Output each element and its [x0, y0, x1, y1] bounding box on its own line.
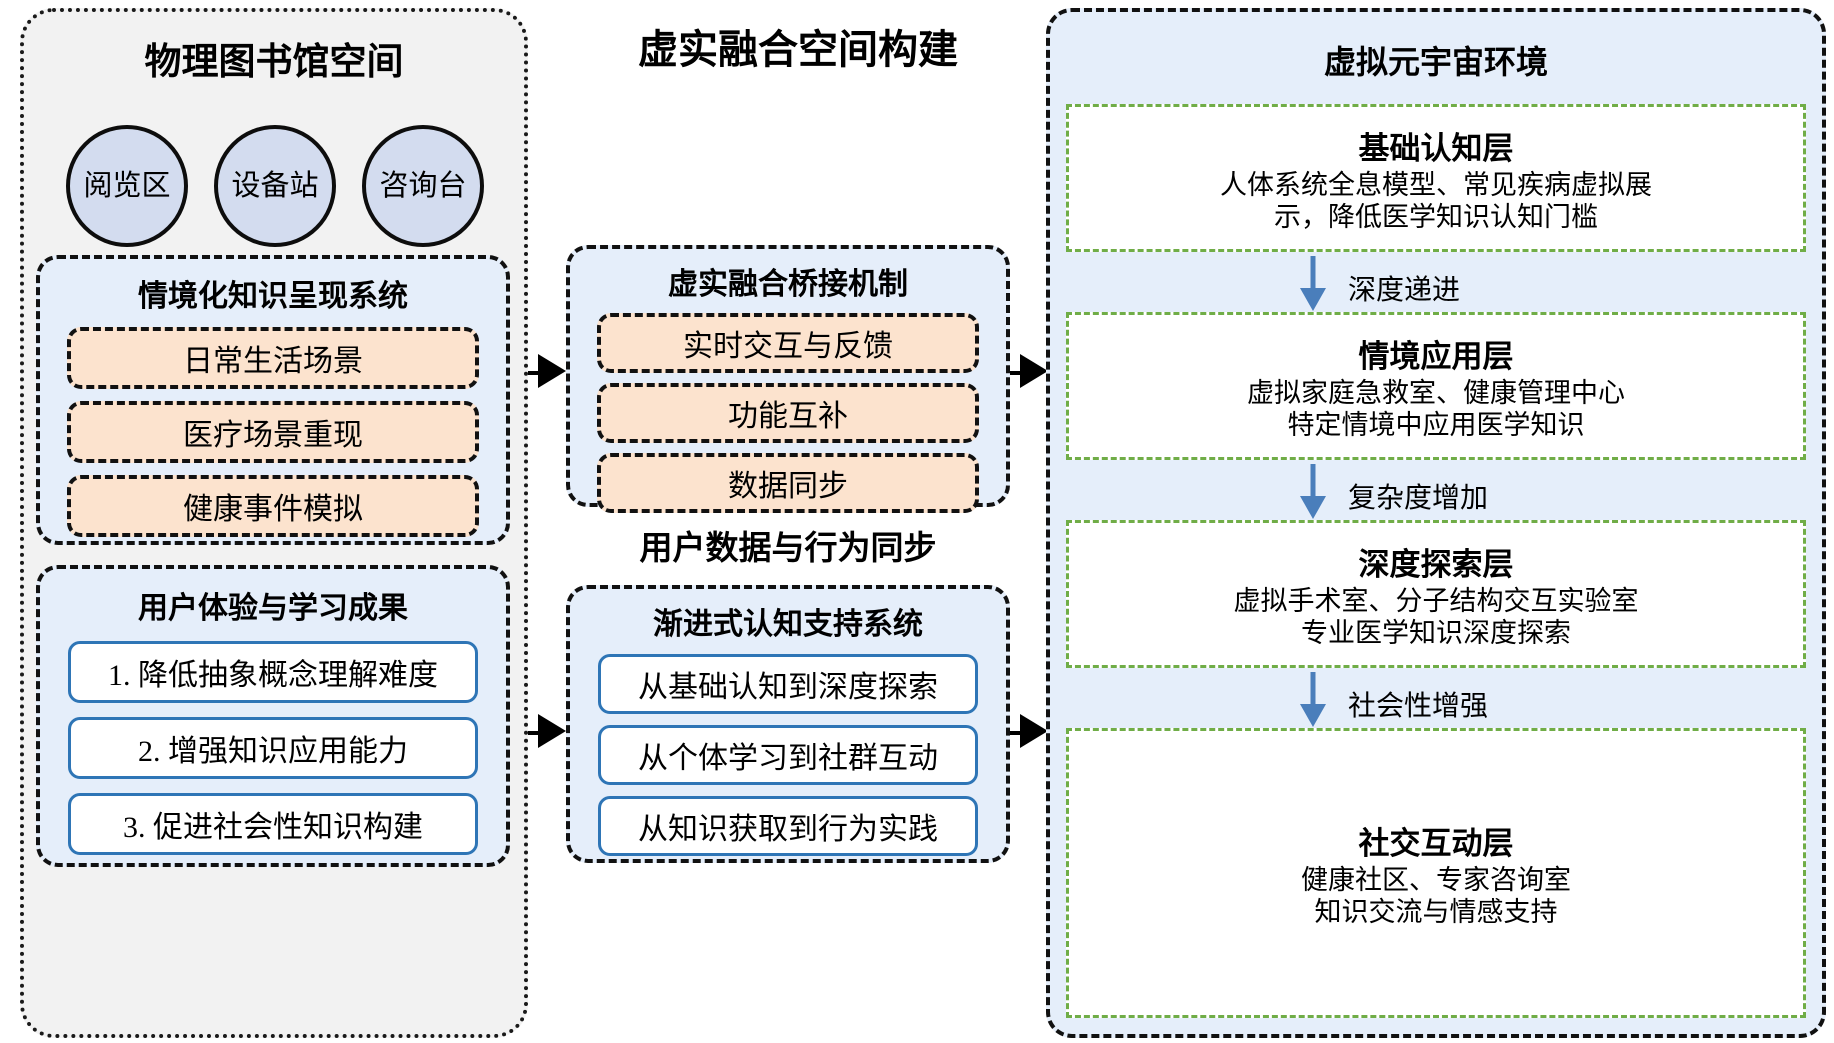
bridge-item-complementary-label: 功能互补 [728, 400, 848, 433]
outcome-item-3-label: 3. 促进社会性知识构建 [123, 811, 423, 844]
layer-contextual-application-title: 情境应用层 [1358, 338, 1514, 374]
layer-contextual-application-desc-1: 虚拟家庭急救室、健康管理中心 [1247, 377, 1625, 408]
knowledge-item-daily-life[interactable]: 日常生活场景 [67, 327, 479, 389]
layer-social-interaction[interactable]: 社交互动层 健康社区、专家咨询室 知识交流与情感支持 [1066, 728, 1806, 1018]
transition-arrow-1 [1290, 256, 1336, 312]
outcome-item-2-label: 2. 增强知识应用能力 [138, 735, 408, 768]
knowledge-item-health-event[interactable]: 健康事件模拟 [67, 475, 479, 537]
progressive-item-2-label: 从个体学习到社群互动 [638, 742, 938, 775]
virtual-metaverse-title: 虚拟元宇宙环境 [1323, 44, 1548, 80]
outcome-item-2[interactable]: 2. 增强知识应用能力 [68, 717, 478, 779]
knowledge-item-medical-scene[interactable]: 医疗场景重现 [67, 401, 479, 463]
progressive-item-2[interactable]: 从个体学习到社群互动 [598, 725, 978, 785]
zone-circle-equipment-label: 设备站 [231, 169, 319, 202]
layer-deep-exploration[interactable]: 深度探索层 虚拟手术室、分子结构交互实验室 专业医学知识深度探索 [1066, 520, 1806, 668]
zone-circle-reading-label: 阅览区 [83, 169, 171, 202]
layer-social-interaction-title: 社交互动层 [1358, 825, 1514, 861]
progressive-item-3[interactable]: 从知识获取到行为实践 [598, 796, 978, 856]
progressive-item-1[interactable]: 从基础认知到深度探索 [598, 654, 978, 714]
page-title: 虚实融合空间构建 [638, 28, 958, 72]
knowledge-presentation-box: 情境化知识呈现系统 日常生活场景 医疗场景重现 健康事件模拟 [36, 255, 510, 545]
bridge-item-datasync-label: 数据同步 [728, 470, 848, 503]
layer-basic-cognition-title: 基础认知层 [1358, 130, 1514, 166]
user-outcomes-box: 用户体验与学习成果 1. 降低抽象概念理解难度 2. 增强知识应用能力 3. 促… [36, 565, 510, 867]
user-data-sync-label: 用户数据与行为同步 [639, 529, 937, 566]
transition-label-3: 社会性增强 [1348, 691, 1489, 722]
outcome-item-1-label: 1. 降低抽象概念理解难度 [108, 659, 438, 692]
bridge-item-complementary[interactable]: 功能互补 [597, 383, 979, 443]
outcome-item-1[interactable]: 1. 降低抽象概念理解难度 [68, 641, 478, 703]
layer-deep-exploration-title: 深度探索层 [1358, 546, 1514, 582]
outcome-item-3[interactable]: 3. 促进社会性知识构建 [68, 793, 478, 855]
layer-basic-cognition[interactable]: 基础认知层 人体系统全息模型、常见疾病虚拟展 示，降低医学知识认知门槛 [1066, 104, 1806, 252]
progressive-support-title: 渐进式认知支持系统 [653, 608, 923, 641]
knowledge-item-health-event-label: 健康事件模拟 [183, 493, 363, 526]
layer-contextual-application[interactable]: 情境应用层 虚拟家庭急救室、健康管理中心 特定情境中应用医学知识 [1066, 312, 1806, 460]
bridge-item-realtime[interactable]: 实时交互与反馈 [597, 313, 979, 373]
layer-basic-cognition-desc-2: 示，降低医学知识认知门槛 [1274, 201, 1598, 232]
transition-label-2: 复杂度增加 [1348, 483, 1489, 514]
bridge-mechanism-box: 虚实融合桥接机制 实时交互与反馈 功能互补 数据同步 [566, 245, 1010, 513]
progressive-item-3-label: 从知识获取到行为实践 [638, 813, 938, 846]
layer-deep-exploration-desc-1: 虚拟手术室、分子结构交互实验室 [1233, 585, 1639, 616]
knowledge-presentation-title: 情境化知识呈现系统 [138, 280, 408, 313]
transition-arrow-2 [1290, 464, 1336, 520]
bridge-item-datasync[interactable]: 数据同步 [597, 453, 979, 513]
zone-circle-consulting[interactable]: 咨询台 [362, 125, 484, 247]
transition-label-1: 深度递进 [1348, 275, 1461, 306]
layer-basic-cognition-desc-1: 人体系统全息模型、常见疾病虚拟展 [1220, 169, 1652, 200]
zone-circle-equipment[interactable]: 设备站 [214, 125, 336, 247]
layer-social-interaction-desc-2: 知识交流与情感支持 [1314, 896, 1558, 927]
physical-library-title: 物理图书馆空间 [144, 41, 404, 82]
progressive-item-1-label: 从基础认知到深度探索 [638, 671, 938, 704]
user-outcomes-title: 用户体验与学习成果 [138, 592, 408, 625]
transition-arrow-3 [1290, 672, 1336, 728]
knowledge-item-daily-life-label: 日常生活场景 [183, 345, 363, 378]
layer-deep-exploration-desc-2: 专业医学知识深度探索 [1301, 617, 1571, 648]
layer-social-interaction-desc-1: 健康社区、专家咨询室 [1301, 864, 1571, 895]
knowledge-item-medical-scene-label: 医疗场景重现 [183, 419, 363, 452]
zone-circle-consulting-label: 咨询台 [379, 169, 467, 202]
bridge-item-realtime-label: 实时交互与反馈 [683, 330, 893, 363]
bridge-mechanism-title: 虚实融合桥接机制 [668, 268, 908, 301]
layer-contextual-application-desc-2: 特定情境中应用医学知识 [1287, 409, 1585, 440]
physical-zones-row: 阅览区 设备站 咨询台 [42, 125, 508, 247]
zone-circle-reading[interactable]: 阅览区 [66, 125, 188, 247]
progressive-support-box: 渐进式认知支持系统 从基础认知到深度探索 从个体学习到社群互动 从知识获取到行为… [566, 585, 1010, 863]
